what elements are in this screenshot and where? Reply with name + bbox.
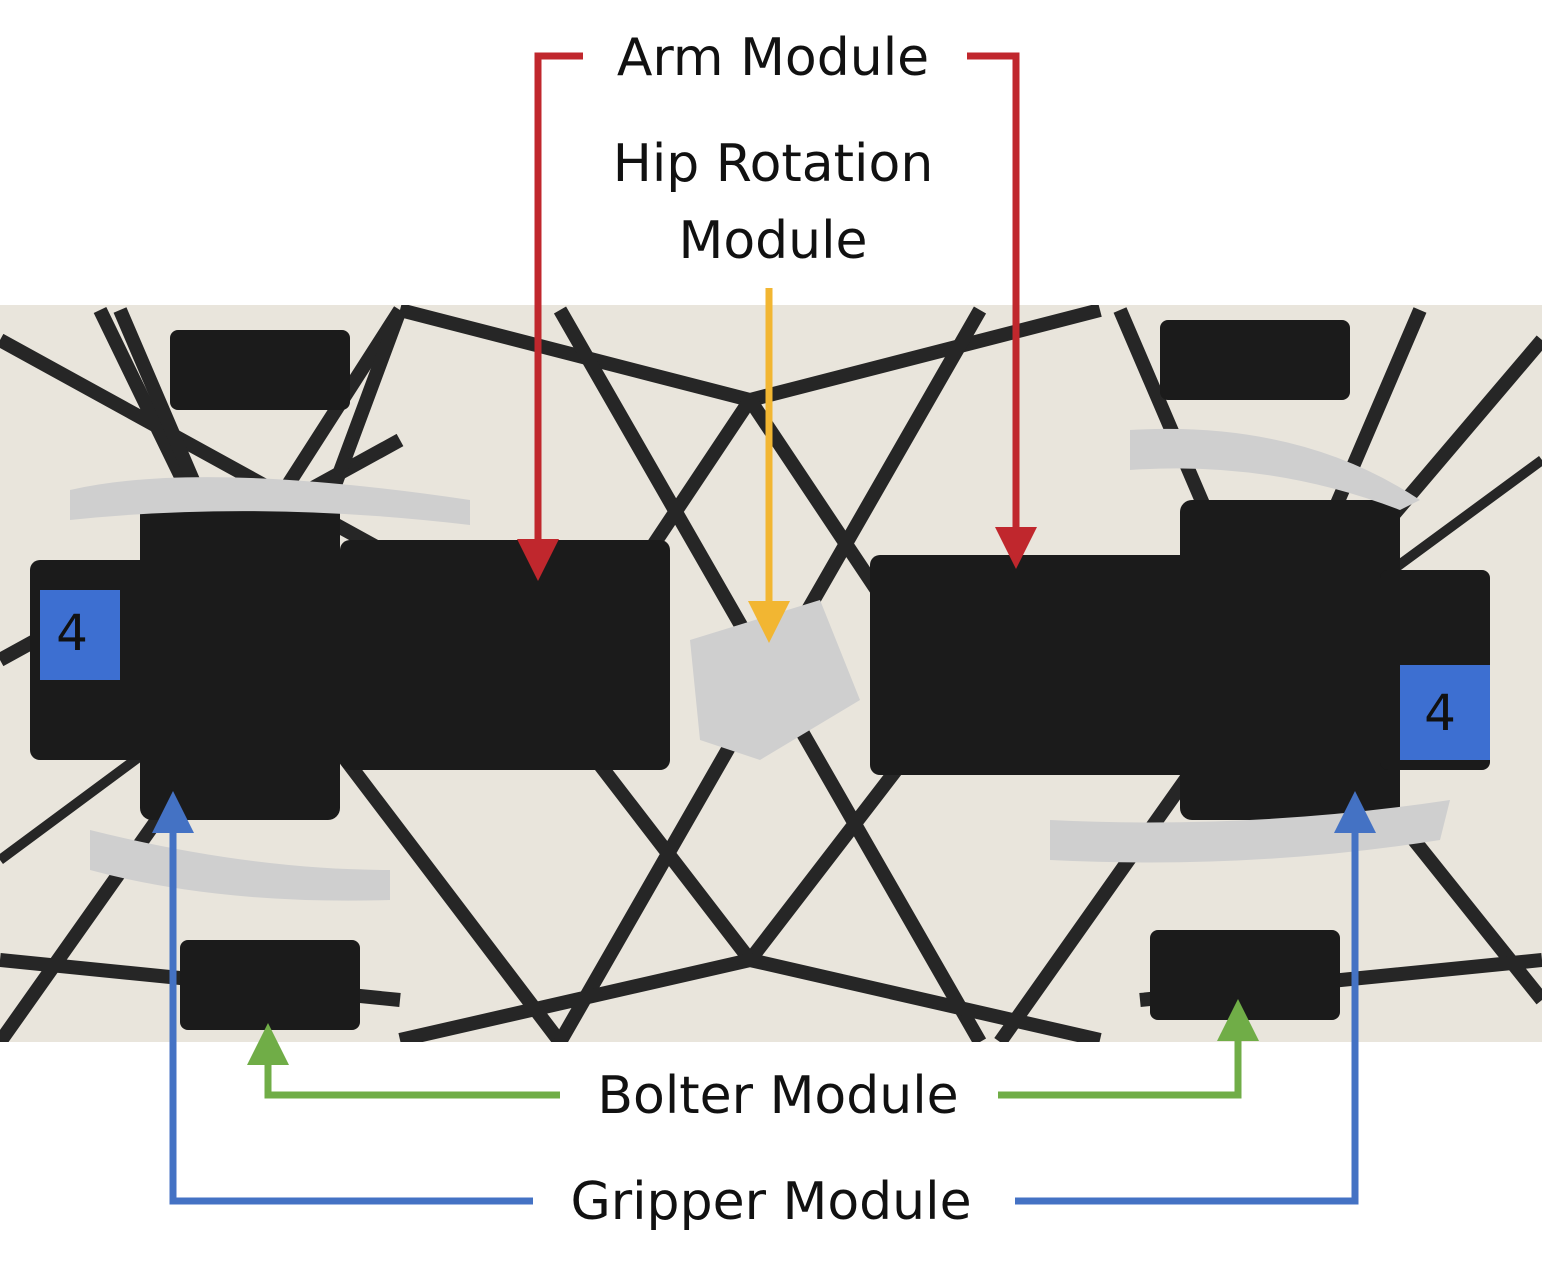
gripper-arrow-left — [152, 791, 533, 1205]
arm-module-label: Arm Module — [616, 28, 930, 88]
hip-rotation-label-line2: Module — [678, 211, 868, 271]
tape-mark-left — [40, 590, 120, 680]
tape-mark-right — [1400, 665, 1490, 760]
svg-text:4: 4 — [56, 604, 88, 662]
bolter-arrow-left — [247, 1023, 560, 1099]
aluminum-parts — [70, 428, 1450, 901]
svg-text:4: 4 — [1424, 684, 1456, 742]
gripper-module-label: Gripper Module — [570, 1172, 972, 1232]
bolter-arrow-right — [998, 999, 1259, 1099]
bolter-module-label: Bolter Module — [597, 1066, 959, 1126]
arm-arrow-right — [967, 52, 1037, 569]
arm-arrow-left — [517, 52, 583, 581]
gripper-arrow-right — [1015, 791, 1376, 1205]
hip-rotation-label-line1: Hip Rotation — [612, 134, 934, 194]
